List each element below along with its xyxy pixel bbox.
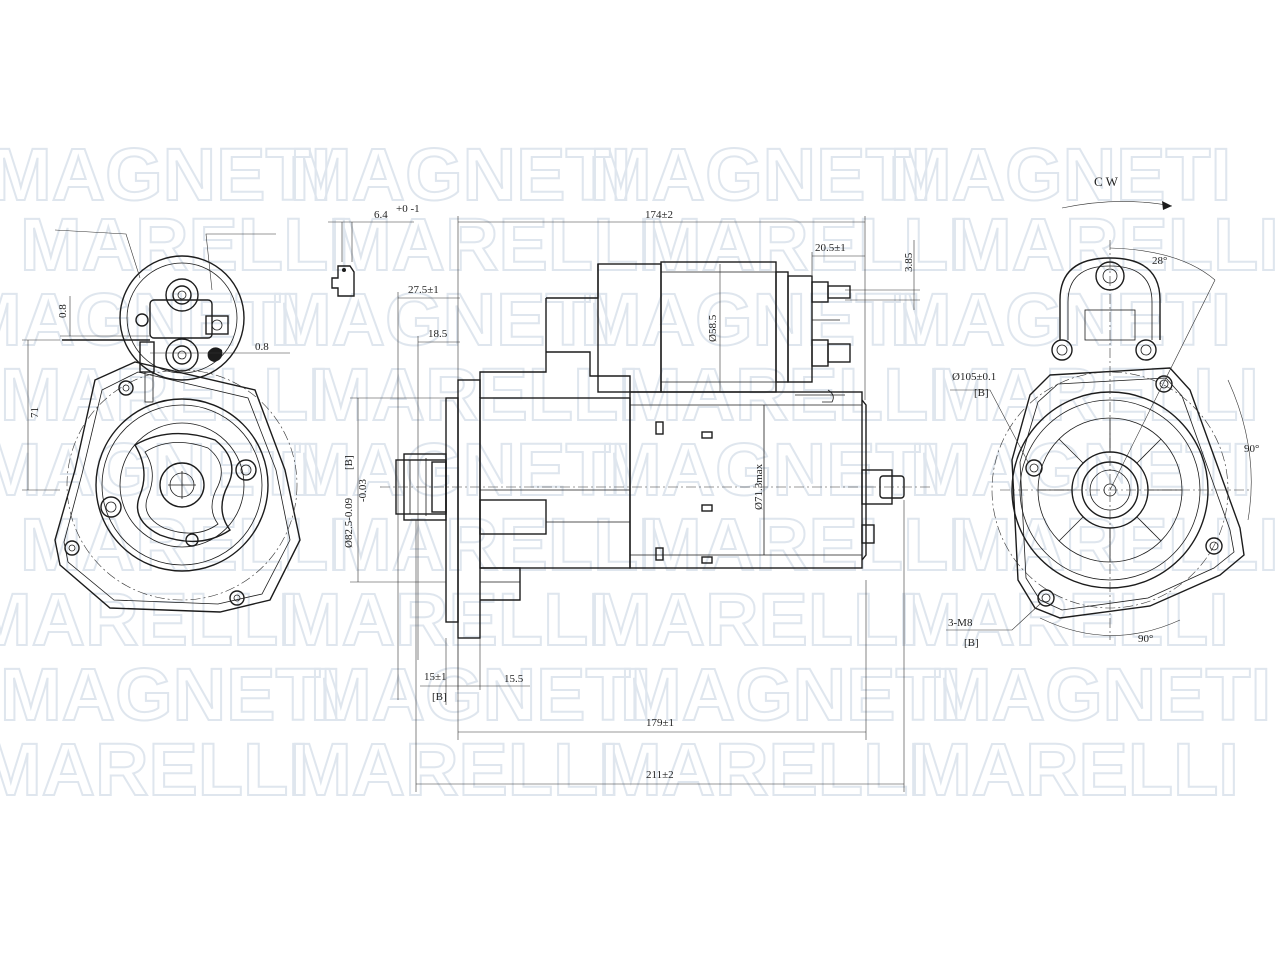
side-view: 6.4 +0 -1 174±2 20.5±1 3.85 27.5±1 18.5 bbox=[328, 203, 930, 792]
watermark-row-4-a: MARELLI bbox=[0, 353, 329, 436]
terminal-detail bbox=[331, 265, 355, 297]
watermark-row-6-c: MARELLI bbox=[640, 503, 969, 586]
watermark-row-9-a: MARELLI bbox=[0, 728, 309, 811]
dim-58-5: Ø58.5 bbox=[707, 314, 719, 342]
dim-3-85: 3.85 bbox=[903, 252, 915, 272]
watermark-row-3-a: MAGNETI bbox=[0, 278, 301, 361]
watermark-row-9-d: MARELLI bbox=[910, 728, 1239, 811]
watermark-row-2-c: MARELLI bbox=[640, 203, 969, 286]
watermark-row-1-b: MAGNETI bbox=[290, 133, 631, 216]
dim-0-8-vertical: 0.8 bbox=[57, 304, 69, 318]
dim-179: 179±1 bbox=[646, 717, 674, 729]
watermark-row-5-b: MAGNETI bbox=[290, 428, 631, 511]
dim-0-8-horizontal: 0.8 bbox=[255, 341, 269, 353]
dim-27-5: 27.5±1 bbox=[408, 284, 439, 296]
dim-15-ref: [B] bbox=[432, 691, 447, 703]
dim-15-5: 15.5 bbox=[504, 673, 524, 685]
watermark-row-5-d: MAGNETI bbox=[910, 428, 1251, 511]
watermark-row-7-b: MARELLI bbox=[280, 578, 609, 661]
watermark-row-2-d: MARELLI bbox=[950, 203, 1279, 286]
watermark-row-1-d: MAGNETI bbox=[890, 133, 1231, 216]
watermark-row-8-a: MAGNETI bbox=[0, 653, 341, 736]
dim-3-m8-ref: [B] bbox=[964, 637, 979, 649]
left-pitch-circle bbox=[66, 369, 298, 601]
left-flange-outline bbox=[54, 361, 301, 613]
watermark-layer: MAGNETI MAGNETI MAGNETI MAGNETI MARELLI … bbox=[0, 132, 1280, 812]
dim-105-ref: [B] bbox=[974, 387, 989, 399]
watermark-row-8-b: MAGNETI bbox=[310, 653, 651, 736]
dim-6-4-tolerance: +0 -1 bbox=[396, 203, 420, 215]
dim-174: 174±2 bbox=[645, 209, 673, 221]
dim-18-5: 18.5 bbox=[428, 328, 448, 340]
watermark-row-9-c: MARELLI bbox=[600, 728, 929, 811]
watermark-row-2-b: MARELLI bbox=[330, 203, 659, 286]
dim-6-4: 6.4 bbox=[374, 209, 388, 221]
left-end-view: 0.8 0.8 71 bbox=[22, 229, 301, 613]
left-solenoid-cap bbox=[119, 255, 245, 381]
right-end-view: C W bbox=[946, 174, 1259, 649]
watermark-row-4-c: MARELLI bbox=[620, 353, 949, 436]
watermark-row-7-a: MARELLI bbox=[0, 578, 299, 661]
rotation-label: C W bbox=[1094, 174, 1119, 189]
watermark-row-1-a: MAGNETI bbox=[0, 133, 331, 216]
dim-211: 211±2 bbox=[646, 769, 674, 781]
right-flange-outline bbox=[1011, 367, 1245, 619]
watermark-row-8-c: MAGNETI bbox=[620, 653, 961, 736]
dim-71-3: Ø71.3max bbox=[753, 463, 765, 510]
watermark-row-4-b: MARELLI bbox=[310, 353, 639, 436]
watermark-row-3-b: MAGNETI bbox=[270, 278, 611, 361]
dim-20-5: 20.5±1 bbox=[815, 242, 846, 254]
watermark-row-7-d: MARELLI bbox=[900, 578, 1229, 661]
watermark-row-7-c: MARELLI bbox=[590, 578, 919, 661]
watermark-row-3-c: MAGNETI bbox=[580, 278, 921, 361]
dim-82-5-ref: [B] bbox=[343, 455, 355, 470]
dim-3-m8: 3-M8 bbox=[948, 617, 973, 629]
left-housing-outer bbox=[95, 398, 269, 572]
watermark-row-5-a: MAGNETI bbox=[0, 428, 321, 511]
dim-28-deg: 28° bbox=[1152, 255, 1167, 267]
dim-15: 15±1 bbox=[424, 671, 447, 683]
dim-105: Ø105±0.1 bbox=[952, 371, 996, 383]
dim-71: 71 bbox=[29, 407, 41, 418]
watermark-row-6-d: MARELLI bbox=[950, 503, 1279, 586]
watermark-row-1-c: MAGNETI bbox=[590, 133, 931, 216]
watermark-row-8-d: MAGNETI bbox=[930, 653, 1271, 736]
rotation-arrow bbox=[1061, 201, 1173, 209]
dim-82-5: Ø82.5-0.09 bbox=[343, 497, 355, 548]
dim-82-5-upper: -0.03 bbox=[357, 479, 369, 502]
dim-90-deg-right: 90° bbox=[1244, 443, 1259, 455]
watermark-row-2-a: MARELLI bbox=[20, 203, 349, 286]
dim-90-deg-bottom: 90° bbox=[1138, 633, 1153, 645]
watermark-row-6-b: MARELLI bbox=[330, 503, 659, 586]
watermark-row-9-b: MARELLI bbox=[290, 728, 619, 811]
watermark-row-4-d: MARELLI bbox=[930, 353, 1259, 436]
